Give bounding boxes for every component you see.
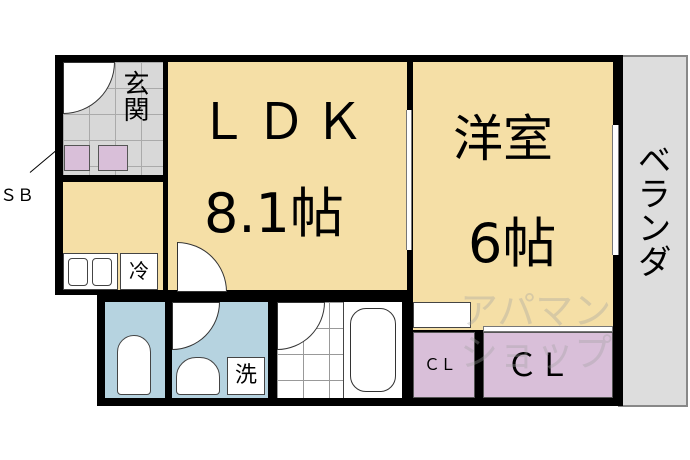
ldk-size: 8.1帖 (204, 182, 344, 245)
shoe-box-2 (98, 145, 128, 171)
closet-large-label: ＣＬ (506, 346, 571, 384)
toilet-icon (117, 335, 151, 395)
closet-small-label: ＣＬ (424, 355, 457, 374)
shoe-box (64, 145, 90, 171)
closet-large: ＣＬ (483, 332, 613, 398)
bathroom-floor (277, 302, 343, 398)
balcony-label: ベランダ (631, 142, 671, 278)
entrance-door[interactable] (63, 62, 115, 114)
bathtub-icon (350, 308, 396, 392)
western-label: 洋室 (453, 110, 553, 168)
western-size: 6帖 (468, 212, 557, 275)
western-room: 洋室 6帖 (413, 62, 613, 330)
ldk-room: ＬＤＫ 8.1帖 (168, 62, 407, 292)
bathtub-area (343, 302, 402, 398)
closet-doors[interactable] (413, 302, 471, 328)
washroom: 洗 (172, 302, 268, 398)
interior-sliding-door[interactable] (406, 110, 412, 250)
sb-label: ＳＢ (0, 186, 34, 206)
washer-space: 洗 (227, 357, 265, 395)
closet-sliding-door[interactable] (483, 326, 613, 332)
washroom-door[interactable] (172, 302, 220, 350)
washbasin-icon (176, 357, 220, 395)
kitchen-sink (63, 253, 118, 290)
stove-icon (68, 258, 88, 286)
genkan-label: 玄関 (119, 70, 149, 122)
watermark-logo: アパマンショップ (460, 289, 613, 375)
sink-icon (92, 258, 112, 286)
balcony-window[interactable] (612, 125, 619, 255)
balcony: ベランダ (618, 55, 688, 407)
toilet-room (105, 302, 165, 398)
bathroom-door[interactable] (277, 302, 325, 350)
fridge-space: 冷 (120, 253, 158, 290)
ldk-label: ＬＤＫ (198, 93, 372, 151)
closet-small: ＣＬ (413, 332, 475, 398)
ldk-door[interactable] (177, 242, 227, 292)
